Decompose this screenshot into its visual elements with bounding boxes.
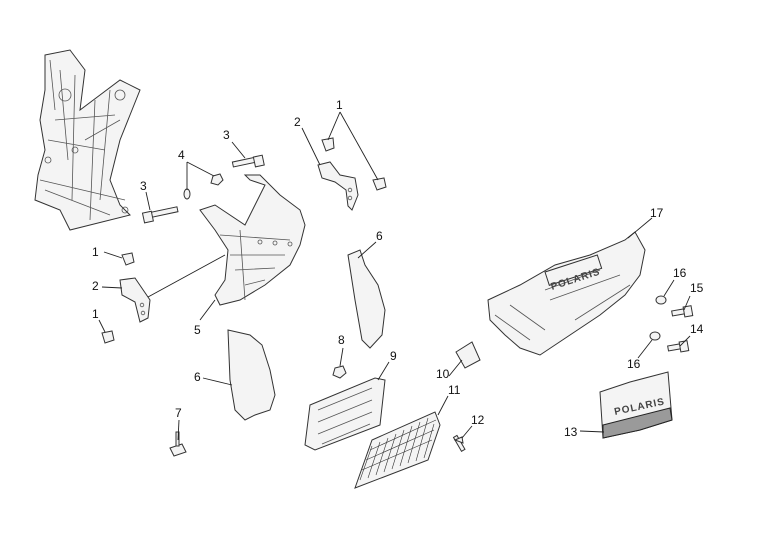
callout-16: 16	[673, 266, 687, 280]
bolt-3-top	[231, 154, 265, 168]
bracket-2-right	[317, 161, 359, 211]
front-bracket	[199, 174, 306, 306]
callout-11: 11	[448, 383, 461, 397]
vehicle-frame	[34, 49, 141, 231]
grille-mesh-11	[354, 411, 441, 489]
callout-5: 5	[194, 323, 201, 337]
bolt-3-left	[141, 206, 179, 224]
side-panel-6-right	[347, 249, 386, 349]
callout-9: 9	[390, 349, 397, 363]
callout-6: 6	[376, 229, 383, 243]
callout-6: 6	[194, 370, 201, 384]
fastener-1-lower-left	[101, 330, 115, 344]
bolt-14	[667, 340, 690, 353]
fastener-1-top-b	[372, 177, 387, 191]
nut-4	[210, 173, 224, 186]
callout-3: 3	[223, 128, 230, 142]
fastener-1-upper-left	[121, 252, 135, 266]
reflector-10	[455, 341, 481, 369]
callout-17: 17	[650, 206, 664, 220]
front-bumper-17: POLARIS	[487, 231, 646, 356]
callout-1: 1	[336, 98, 343, 112]
bolt-15	[671, 305, 694, 318]
washer-16-upper	[655, 295, 667, 305]
callout-14: 14	[690, 322, 704, 336]
side-panel-6-left	[227, 329, 276, 421]
callout-4: 4	[178, 148, 185, 162]
washer-4	[183, 188, 191, 200]
nut-8	[332, 365, 347, 379]
callout-labels: 1 2 3 4 3 1 2 1 5 6 6 8 9 7 10 11 12 13 …	[92, 98, 704, 439]
front-plate-13: POLARIS	[599, 371, 673, 439]
washer-16-lower	[649, 331, 661, 341]
callout-15: 15	[690, 281, 704, 295]
callout-10: 10	[436, 367, 450, 381]
callout-8: 8	[338, 333, 345, 347]
callout-2: 2	[92, 279, 99, 293]
callout-1: 1	[92, 245, 99, 259]
grille-frame-9	[304, 377, 386, 451]
fastener-1-top-a	[321, 137, 335, 152]
leader-lines	[98, 111, 691, 441]
callout-16: 16	[627, 357, 641, 371]
callout-2: 2	[294, 115, 301, 129]
callout-13: 13	[564, 425, 578, 439]
callout-3: 3	[140, 179, 147, 193]
screw-12	[452, 434, 466, 452]
push-rivet-7	[169, 431, 187, 457]
callout-7: 7	[175, 406, 182, 420]
bracket-2-left	[119, 277, 151, 323]
callout-1: 1	[92, 307, 99, 321]
callout-12: 12	[471, 413, 485, 427]
